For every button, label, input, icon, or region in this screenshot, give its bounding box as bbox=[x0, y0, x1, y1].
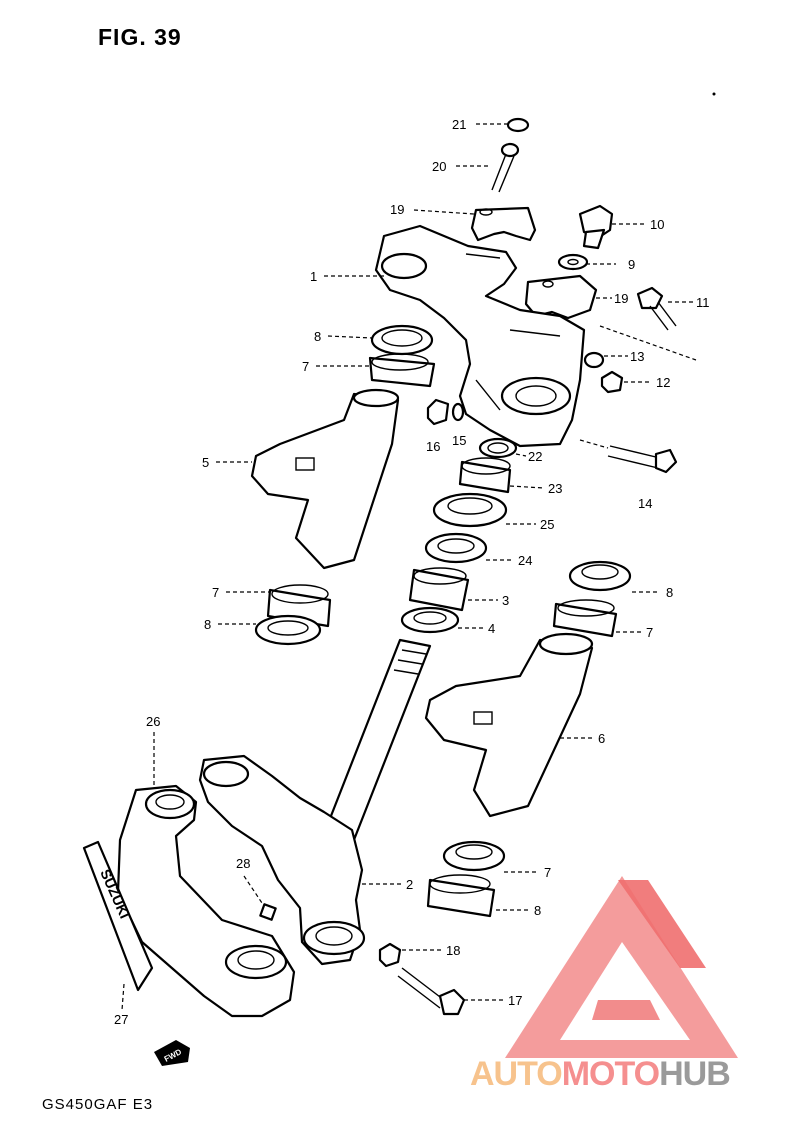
part-4-bearing-race bbox=[400, 606, 460, 634]
callout-8-upper-left: 8 bbox=[314, 329, 321, 344]
part-22-o-ring bbox=[478, 437, 518, 459]
callout-7-lower-right: 7 bbox=[544, 865, 551, 880]
part-21-cap bbox=[506, 117, 530, 133]
part-7-seal-lower-right bbox=[442, 840, 506, 872]
callout-21: 21 bbox=[452, 117, 466, 132]
callout-13: 13 bbox=[630, 349, 644, 364]
part-7-seal-upper-left bbox=[368, 353, 436, 388]
callout-28: 28 bbox=[236, 856, 250, 871]
callout-15: 15 bbox=[452, 433, 466, 448]
callout-1: 1 bbox=[310, 269, 317, 284]
callout-5: 5 bbox=[202, 455, 209, 470]
callout-12: 12 bbox=[656, 375, 670, 390]
callout-8-mid-right: 8 bbox=[666, 585, 673, 600]
part-6-headlight-bracket-right bbox=[424, 632, 594, 818]
callout-14: 14 bbox=[638, 496, 652, 511]
part-11-bolt bbox=[636, 286, 677, 331]
callout-19-upper: 19 bbox=[390, 202, 404, 217]
callout-11: 11 bbox=[696, 295, 710, 310]
callout-19-lower: 19 bbox=[614, 291, 628, 306]
part-12-nut bbox=[600, 370, 624, 394]
callout-23: 23 bbox=[548, 481, 562, 496]
callout-4: 4 bbox=[488, 621, 495, 636]
part-1-upper-bracket bbox=[374, 224, 586, 448]
callout-17: 17 bbox=[508, 993, 522, 1008]
part-15-washer bbox=[451, 402, 465, 422]
callout-3: 3 bbox=[502, 593, 509, 608]
callout-8-mid-left: 8 bbox=[204, 617, 211, 632]
callout-7-mid-right: 7 bbox=[646, 625, 653, 640]
callout-25: 25 bbox=[540, 517, 554, 532]
model-code: GS450GAF E3 bbox=[42, 1096, 154, 1113]
part-19-clamp-lower bbox=[524, 274, 598, 320]
part-19-clamp-upper bbox=[470, 206, 537, 242]
callout-26: 26 bbox=[146, 714, 160, 729]
callout-18: 18 bbox=[446, 943, 460, 958]
watermark-auto: AUTO bbox=[470, 1055, 563, 1093]
watermark-hub: HUB bbox=[659, 1055, 731, 1093]
part-14-bolt bbox=[607, 445, 678, 474]
part-5-headlight-bracket-left bbox=[250, 388, 400, 570]
callout-7-mid-left: 7 bbox=[212, 585, 219, 600]
part-8-dust-seal-upper-left bbox=[370, 324, 434, 356]
part-8-dust-seal-lower-right bbox=[426, 874, 496, 918]
part-17-bolt bbox=[397, 967, 466, 1016]
callout-6: 6 bbox=[598, 731, 605, 746]
scan-speck bbox=[712, 92, 716, 96]
callout-27: 27 bbox=[114, 1012, 128, 1027]
fwd-arrow-icon: FWD bbox=[154, 1040, 190, 1066]
part-16-cap-nut bbox=[426, 398, 450, 426]
watermark-brand: AUTOMOTOHUB bbox=[470, 1055, 731, 1094]
part-23-nut bbox=[458, 457, 512, 494]
part-25-washer bbox=[432, 492, 508, 528]
callout-10: 10 bbox=[650, 217, 664, 232]
callout-8-lower-right: 8 bbox=[534, 903, 541, 918]
callout-16: 16 bbox=[426, 439, 440, 454]
part-8-dust-seal-mid-right bbox=[568, 560, 632, 592]
callout-20: 20 bbox=[432, 159, 446, 174]
part-3-bearing-upper bbox=[408, 567, 470, 612]
part-8-dust-seal-mid-left bbox=[254, 614, 322, 646]
watermark-moto: MOTO bbox=[561, 1055, 660, 1093]
callout-22: 22 bbox=[528, 449, 542, 464]
leader-lines bbox=[121, 123, 697, 1011]
part-20-bolt bbox=[491, 142, 520, 193]
callout-labels: 21 20 19 10 1 9 19 11 8 13 7 12 16 15 22… bbox=[114, 117, 710, 1027]
part-9-washer bbox=[557, 253, 589, 271]
part-28-clip bbox=[259, 903, 277, 921]
callout-7-upper-left: 7 bbox=[302, 359, 309, 374]
figure-title: FIG. 39 bbox=[98, 24, 182, 50]
part-7-seal-mid-right bbox=[552, 599, 618, 638]
part-18-nut bbox=[378, 942, 402, 968]
callout-9: 9 bbox=[628, 257, 635, 272]
part-13-nut bbox=[583, 351, 605, 369]
callout-2: 2 bbox=[406, 877, 413, 892]
watermark-logo bbox=[505, 876, 738, 1058]
part-24-dust-seal bbox=[424, 532, 488, 564]
part-10-bolt bbox=[578, 204, 614, 250]
part-2-steering-stem-lower-bracket bbox=[198, 638, 432, 966]
callout-24: 24 bbox=[518, 553, 532, 568]
